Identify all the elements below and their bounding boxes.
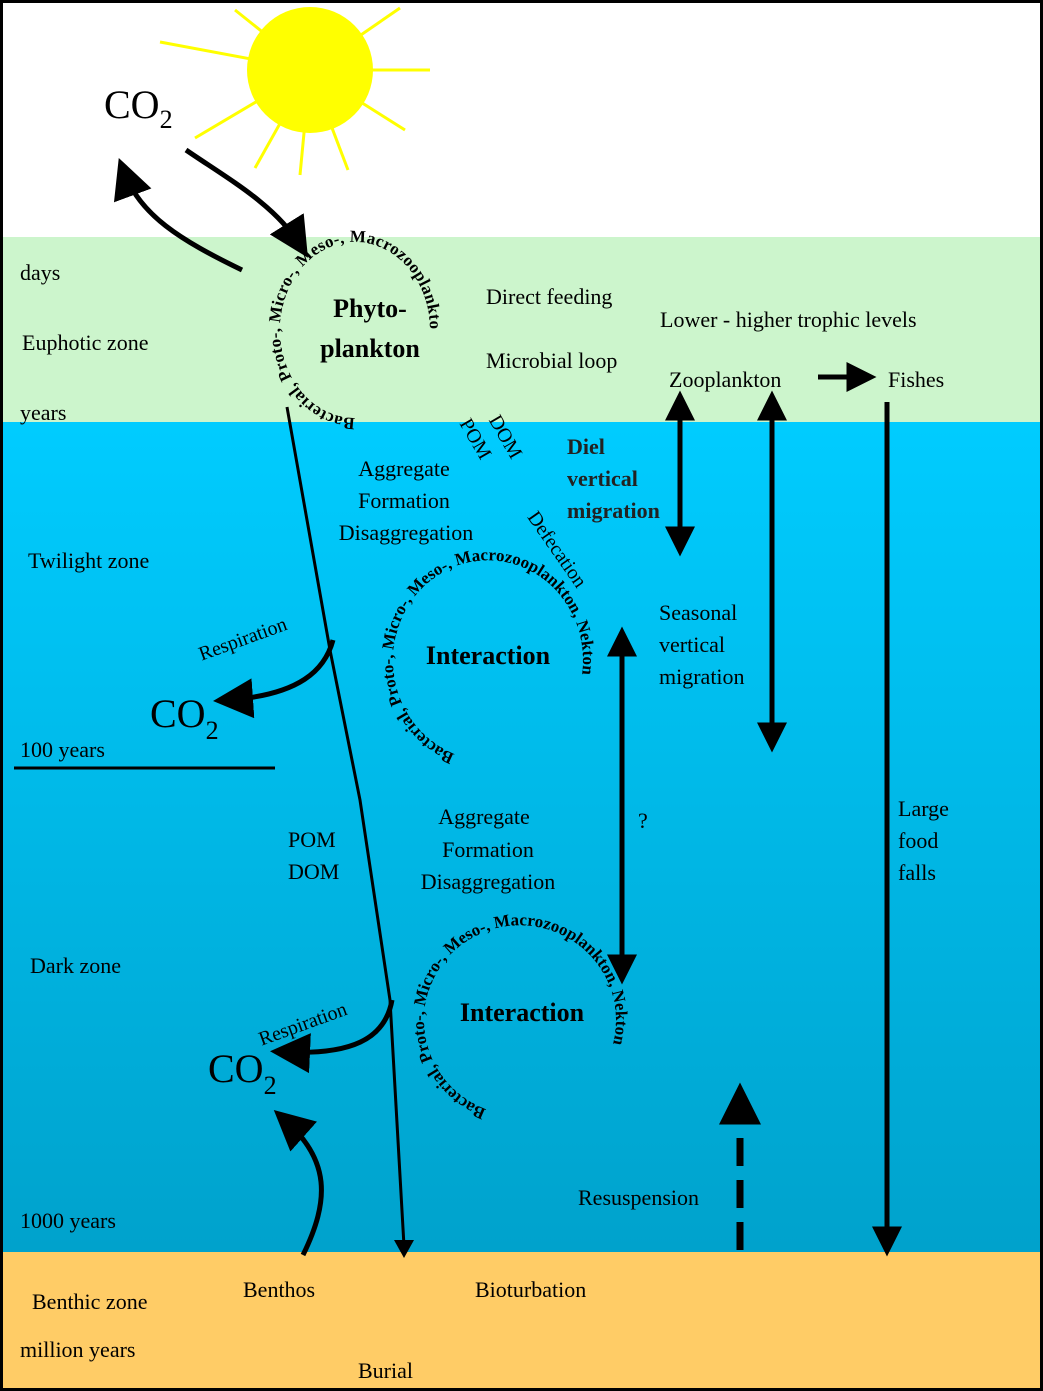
co2-lower-label: CO2 [208,1046,277,1100]
sun-icon [159,6,430,176]
resuspension-label: Resuspension [578,1185,699,1210]
large-label-1: Large [898,796,949,821]
burial-label: Burial [358,1358,413,1383]
euphotic-zone-label: Euphotic zone [22,330,148,355]
large-label-2: food [898,828,938,853]
pom-lower-label: POM [288,827,336,852]
respiration-lower-arrow [270,999,395,1074]
benthic-zone-band [0,1252,1043,1391]
diel-label-2: vertical [567,466,638,491]
respiration-upper-arrow [213,639,336,719]
microbial-loop-label: Microbial loop [486,348,617,373]
seasonal-label-1: Seasonal [659,600,737,625]
fishes-label: Fishes [888,367,944,392]
water-column [0,422,1043,1252]
disaggregation-lower-label: Disaggregation [421,869,555,894]
sky-zone [0,0,1043,237]
aggregate-upper-label: Aggregate [358,456,450,481]
formation-lower-label: Formation [442,837,534,862]
seasonal-label-3: migration [659,664,745,689]
dom-lower-label: DOM [288,859,339,884]
interaction-lower-label: Interaction [460,998,585,1027]
zooplankton-label: Zooplankton [669,367,781,392]
million-years-label: million years [20,1337,135,1362]
interaction-upper-label: Interaction [426,641,551,670]
direct-feeding-label: Direct feeding [486,284,612,309]
seasonal-label-2: vertical [659,632,725,657]
bioturbation-label: Bioturbation [475,1277,586,1302]
benthos-label: Benthos [243,1277,315,1302]
co2-atmosphere-label: CO2 [104,82,173,134]
aggregate-lower-label: Aggregate [438,804,530,829]
disaggregation-upper-label: Disaggregation [339,520,473,545]
diel-label-3: migration [567,498,660,523]
trophic-levels-label: Lower - higher trophic levels [660,307,917,332]
phytoplankton-label-2: plankton [320,334,420,363]
large-label-3: falls [898,860,936,885]
years-label: years [20,400,66,425]
sinking-flux-line [285,406,406,1247]
phytoplankton-label-1: Phyto- [333,294,407,323]
twilight-zone-label: Twilight zone [28,548,149,573]
co2-release-arrow [113,157,244,273]
co2-upper-label: CO2 [150,691,219,745]
dark-zone-label: Dark zone [30,953,121,978]
burial-arrowhead [394,1240,414,1258]
benthic-zone-label: Benthic zone [32,1289,147,1314]
diel-label-1: Diel [567,434,605,459]
co2-uptake-arrow [184,147,308,258]
hundred-years-label: 100 years [20,737,105,762]
question-label: ? [638,808,648,833]
formation-upper-label: Formation [358,488,450,513]
benthos-respiration-arrow [273,1110,324,1257]
days-label: days [20,260,60,285]
thousand-years-label: 1000 years [20,1208,116,1233]
